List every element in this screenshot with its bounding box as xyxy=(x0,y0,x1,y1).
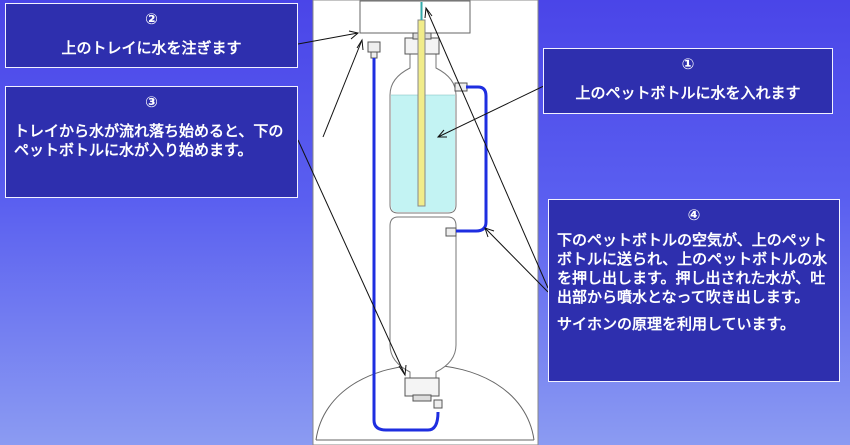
step-1-box: ① 上のペットボトルに水を入れます xyxy=(543,48,833,114)
right-tube xyxy=(456,85,488,233)
upper-right-valve xyxy=(454,82,468,92)
step-4-number: ④ xyxy=(687,206,701,224)
step-4-box: ④ 下のペットボトルの空気が、上のペットボトルに送られ、上のペットボトルの水を押… xyxy=(548,199,840,382)
step-2-box: ② 上のトレイに水を注ぎます xyxy=(5,3,298,68)
lower-cap xyxy=(404,377,440,397)
step-1-number: ① xyxy=(681,55,695,73)
step-3-box: ③ トレイから水が流れ落ち始めると、下のペットボトルに水が入り始めます。 xyxy=(5,86,298,198)
step-2-number: ② xyxy=(145,10,158,28)
step-4-note: サイホンの原理を利用しています。 xyxy=(557,315,796,333)
step-4-text: 下のペットボトルの空気が、上のペットボトルに送られ、上のペットボトルの水を押し出… xyxy=(557,231,828,306)
lower-bottle xyxy=(389,216,457,381)
left-valve xyxy=(367,41,381,53)
lower-right-valve xyxy=(445,227,457,237)
step-1-text: 上のペットボトルに水を入れます xyxy=(575,84,801,102)
left-tube xyxy=(372,58,440,432)
step-3-number: ③ xyxy=(145,93,158,111)
step-3-text: トレイから水が流れ落ち始めると、下のペットボトルに水が入り始めます。 xyxy=(14,122,284,159)
top-tray xyxy=(359,0,471,34)
inner-tube xyxy=(417,19,426,207)
pointer-arrows xyxy=(297,6,551,377)
step-2-text: 上のトレイに水を注ぎます xyxy=(61,39,242,57)
